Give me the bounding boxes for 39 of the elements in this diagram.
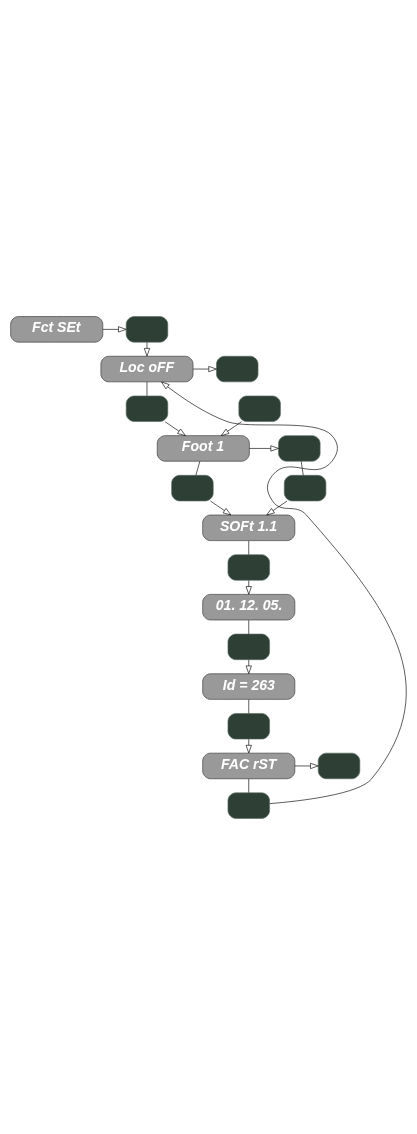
arrow xyxy=(245,659,252,674)
connector xyxy=(248,698,250,714)
node-box xyxy=(317,752,361,779)
node-box: SOFt 1.1 xyxy=(202,514,296,541)
arrow xyxy=(192,365,217,372)
node-box: 01. 12. 05. xyxy=(202,593,296,620)
node-box xyxy=(283,474,327,501)
arrow xyxy=(161,381,407,804)
node-box xyxy=(227,633,270,660)
arrow xyxy=(245,738,252,753)
connector xyxy=(248,778,250,793)
node-box xyxy=(227,553,270,581)
node-box: Loc oFF xyxy=(100,355,194,382)
node-box: FAC rST xyxy=(202,752,296,779)
node-box xyxy=(227,712,270,739)
node-box xyxy=(125,315,169,342)
arrow xyxy=(266,500,288,515)
node-box xyxy=(125,395,169,422)
connector xyxy=(300,460,304,475)
node-box xyxy=(216,355,259,382)
connector xyxy=(248,540,250,555)
node-box: Fct SEt xyxy=(10,315,104,342)
node-box: Foot 1 xyxy=(156,434,250,462)
node-box xyxy=(238,395,281,422)
node-box xyxy=(227,792,270,819)
arrow xyxy=(210,500,232,515)
connector xyxy=(146,381,148,396)
node-box: Id = 263 xyxy=(202,672,296,700)
arrow xyxy=(164,420,186,436)
arrow xyxy=(245,579,252,595)
arrow xyxy=(102,325,127,332)
node-box xyxy=(278,434,321,462)
arrow xyxy=(220,420,242,436)
connector xyxy=(195,460,201,475)
arrow xyxy=(143,341,150,356)
arrow xyxy=(294,762,319,769)
arrow xyxy=(249,444,279,451)
node-box xyxy=(171,474,214,501)
connector xyxy=(248,619,250,634)
